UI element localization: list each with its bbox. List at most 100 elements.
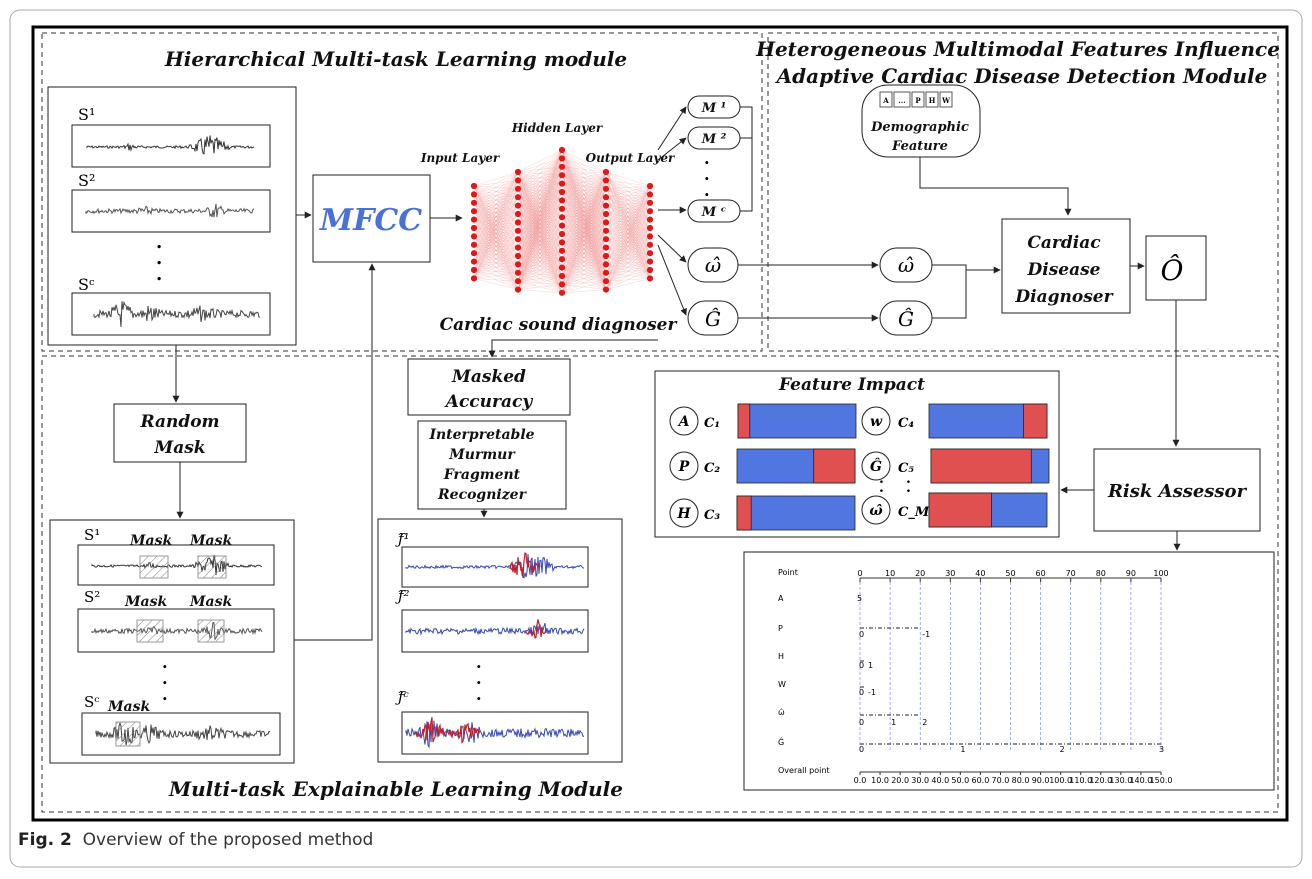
signal-label-s2: S² xyxy=(78,171,95,190)
nn-edge xyxy=(561,289,607,293)
overall-tick-label: 90.0 xyxy=(1032,776,1050,785)
diagnoser-line2: Disease xyxy=(1027,260,1101,280)
nn-node-layer-2 xyxy=(558,289,566,296)
random-mask-line2: Mask xyxy=(153,438,205,458)
impact-row-label: C₄ xyxy=(898,416,914,431)
mfcc-box xyxy=(312,174,431,263)
nomogram-row-label: ω̂ xyxy=(778,707,785,717)
nomogram-row-label: Overall point xyxy=(778,766,830,775)
diagnoser-line3: Diagnoser xyxy=(1014,287,1113,307)
nn-edge xyxy=(605,171,651,187)
nn-node-layer-3 xyxy=(602,278,610,285)
points-tick-label: 10 xyxy=(885,569,895,578)
masked-dot-3: . xyxy=(162,685,168,704)
caption-label: Fig. 2 xyxy=(18,830,72,850)
nn-edge xyxy=(561,158,607,173)
nn-edge xyxy=(517,175,563,290)
impact-circle-label: P xyxy=(678,459,690,475)
impact-dot-right-2: . xyxy=(906,480,911,496)
nn-edge xyxy=(517,217,563,290)
impact-circle xyxy=(861,406,891,436)
hmfi-title-line1: Heterogeneous Multimodal Features Influe… xyxy=(755,37,1280,61)
nn-edge xyxy=(473,213,519,279)
nn-edge xyxy=(473,171,519,212)
nn-node-layer-2 xyxy=(558,281,566,288)
nn-node-layer-2 xyxy=(558,264,566,271)
nomogram-row-label: Ĝ xyxy=(778,736,784,747)
nn-node-layer-1 xyxy=(514,219,522,226)
hmfi-title-line2: Adaptive Cardiac Disease Detection Modul… xyxy=(775,64,1268,88)
nn-node-layer-2 xyxy=(558,172,566,179)
nn-edge xyxy=(561,205,607,293)
output-g-label: Ĝ xyxy=(705,306,721,331)
nn-edge xyxy=(517,149,563,240)
nn-node-layer-1 xyxy=(514,227,522,234)
nn-node-layer-1 xyxy=(514,168,522,176)
arrow-demographic-to-diagnoser xyxy=(919,157,1072,216)
impact-row-label: C₁ xyxy=(704,416,720,431)
signal-label-sc: Sᶜ xyxy=(78,275,95,294)
nn-edge xyxy=(605,253,651,290)
demographic-cell xyxy=(939,91,953,108)
nn-node-layer-4 xyxy=(646,266,654,274)
nn-node-layer-4 xyxy=(646,275,654,282)
nomogram-w-label: 0 xyxy=(859,688,864,697)
points-tick-label: 60 xyxy=(1036,569,1046,578)
impact-dot-right-1: . xyxy=(906,471,911,487)
nn-node-layer-4 xyxy=(646,250,654,257)
nn-node-layer-3 xyxy=(602,244,610,251)
nn-node-layer-1 xyxy=(514,261,522,268)
overall-tick-label: 80.0 xyxy=(1012,776,1030,785)
nn-edge xyxy=(561,230,607,293)
impact-circle xyxy=(669,406,699,436)
mte-title: Multi-task Explainable Learning Module xyxy=(168,777,623,801)
nn-edge xyxy=(473,171,519,254)
nomogram-g-label: 0 xyxy=(859,745,864,754)
nn-edge xyxy=(473,222,519,279)
waveform-sc xyxy=(93,300,261,328)
mask-word-2a: Mask xyxy=(124,594,167,610)
nn-node-layer-4 xyxy=(646,191,654,198)
recognizer-line3: Fragment xyxy=(443,467,521,483)
nn-edge xyxy=(473,239,519,279)
impact-bar-red xyxy=(1023,403,1048,439)
nn-edge xyxy=(561,166,607,173)
recognizer-box xyxy=(417,420,567,510)
nn-node-layer-0 xyxy=(470,224,478,232)
murmur-highlight-f1 xyxy=(509,552,541,578)
points-tick-label: 70 xyxy=(1066,569,1076,578)
nn-edge xyxy=(517,149,563,173)
recognizer-line1: Interpretable xyxy=(428,427,534,443)
overall-tick-label: 110.0 xyxy=(1069,776,1092,785)
nn-edge xyxy=(473,171,519,279)
mask-region-2a xyxy=(136,619,164,643)
nn-node-layer-3 xyxy=(602,219,610,226)
mfcc-label: MFCC xyxy=(319,203,422,238)
nn-edge xyxy=(561,171,607,218)
nn-edge xyxy=(605,185,651,215)
nn-node-layer-1 xyxy=(514,202,522,209)
output-mc-label: M ᶜ xyxy=(701,205,727,220)
nn-edge xyxy=(561,171,607,293)
nn-node-layer-2 xyxy=(558,155,566,162)
nn-edge xyxy=(605,202,651,290)
impact-circle-label: w xyxy=(870,414,883,430)
nn-edge xyxy=(561,171,607,251)
nn-edge xyxy=(473,278,519,290)
impact-bar-red xyxy=(930,448,1032,484)
nomogram-p-label: -1 xyxy=(922,630,930,639)
cardiac-disease-diagnoser-box xyxy=(1001,218,1131,314)
nn-node-layer-2 xyxy=(558,180,566,187)
nn-edge xyxy=(561,171,607,201)
nn-edge xyxy=(473,171,519,237)
nn-node-layer-2 xyxy=(558,272,566,280)
demographic-label-line2: Feature xyxy=(891,139,948,154)
neural-network xyxy=(470,146,654,296)
nn-edge xyxy=(473,272,519,279)
nn-node-layer-3 xyxy=(602,252,610,260)
ellipsis-dot-3: . xyxy=(156,264,162,285)
overall-tick-label: 140.0 xyxy=(1129,776,1152,785)
nomogram-row-label: Point xyxy=(778,568,798,577)
cardiac-sound-diagnoser-label: Cardiac sound diagnoser xyxy=(440,315,678,335)
